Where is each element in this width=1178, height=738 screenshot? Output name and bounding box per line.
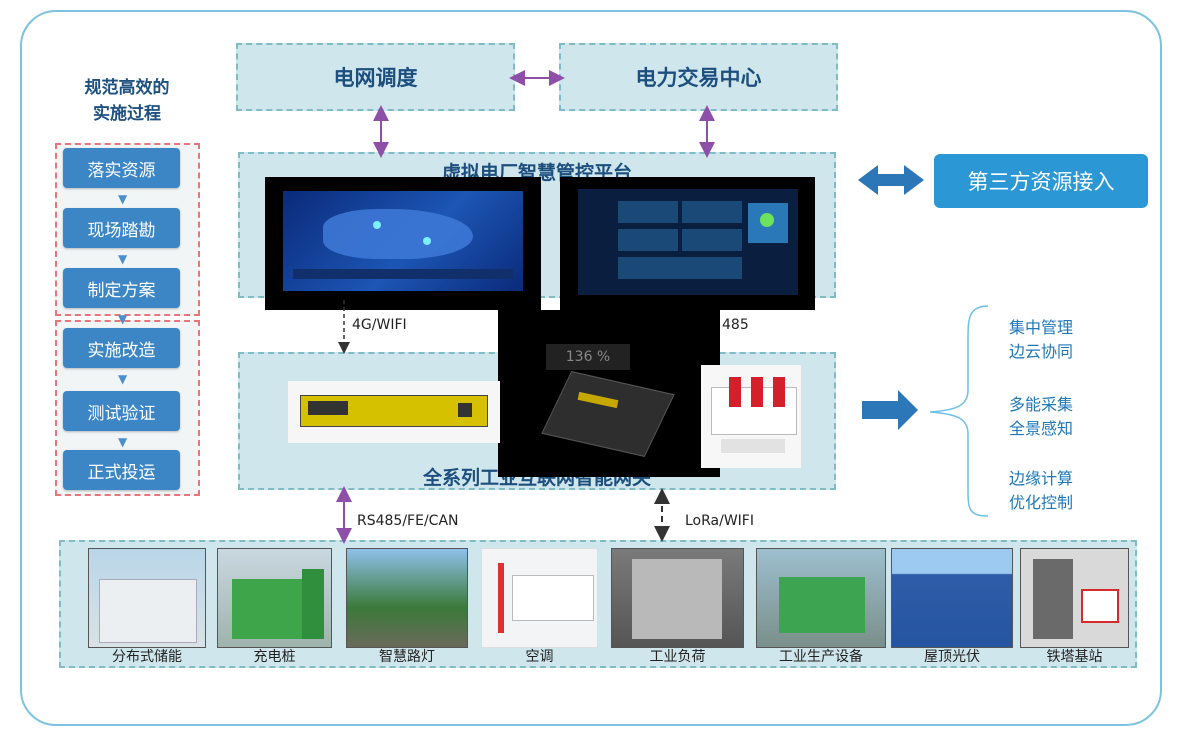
grid-dispatch-label: 电网调度 bbox=[333, 66, 418, 90]
double-arrow-icon bbox=[858, 165, 924, 195]
air-conditioner-image bbox=[481, 548, 598, 648]
process-heading-line1: 规范高效的 bbox=[84, 78, 170, 98]
tower-station-image bbox=[1020, 548, 1129, 648]
arrow-down-icon: ▼ bbox=[118, 435, 128, 449]
rack-gateway-image bbox=[288, 381, 500, 443]
resource-label-ac: 空调 bbox=[525, 649, 554, 665]
benefit-item: 边缘计算 bbox=[1008, 469, 1073, 488]
charging-pile-image bbox=[217, 548, 332, 648]
storage-image bbox=[88, 548, 206, 648]
arrow-down-icon: ▼ bbox=[118, 192, 128, 206]
resource-label-streetlight: 智慧路灯 bbox=[379, 649, 435, 665]
trade-center-label: 电力交易中心 bbox=[635, 66, 762, 90]
streetlight-image bbox=[346, 548, 468, 648]
process-heading-line2: 实施过程 bbox=[93, 104, 161, 124]
resource-label-industrial-load: 工业负荷 bbox=[649, 649, 706, 665]
process-heading: 规范高效的 实施过程 bbox=[56, 75, 198, 127]
benefit-item: 全景感知 bbox=[1008, 419, 1073, 438]
process-step-test: 测试验证 bbox=[63, 391, 180, 431]
process-step-launch: 正式投运 bbox=[63, 450, 180, 490]
resource-label-charging: 充电桩 bbox=[253, 649, 296, 665]
benefit-item: 优化控制 bbox=[1008, 493, 1073, 512]
link-label-4g-wifi: 4G/WIFI bbox=[352, 317, 407, 333]
process-step-plan: 制定方案 bbox=[63, 268, 180, 308]
benefit-group-3: 边缘计算 优化控制 bbox=[996, 467, 1086, 515]
benefit-group-2: 多能采集 全景感知 bbox=[996, 393, 1086, 441]
edge-gateway-image: 136 % bbox=[498, 310, 720, 477]
resource-label-pv: 屋顶光伏 bbox=[924, 649, 980, 665]
resource-label-industrial-equipment: 工业生产设备 bbox=[779, 649, 863, 665]
industrial-load-image bbox=[611, 548, 744, 648]
benefit-item: 多能采集 bbox=[1008, 395, 1073, 414]
outer-frame bbox=[20, 10, 1162, 726]
process-step-resource: 落实资源 bbox=[63, 148, 180, 188]
third-party-access: 第三方资源接入 bbox=[934, 154, 1148, 208]
process-step-survey: 现场踏勘 bbox=[63, 208, 180, 248]
link-label-lora: LoRa/WIFI bbox=[685, 513, 754, 529]
benefit-group-1: 集中管理 边云协同 bbox=[996, 316, 1086, 364]
process-step-retrofit: 实施改造 bbox=[63, 328, 180, 368]
arrow-down-icon: ▼ bbox=[118, 312, 128, 326]
map-screen-image bbox=[265, 177, 541, 310]
benefit-item: 集中管理 bbox=[1008, 318, 1073, 337]
trade-center-box bbox=[559, 43, 838, 111]
link-label-rs485: RS485/FE/CAN bbox=[357, 513, 459, 529]
link-label-485: 485 bbox=[722, 317, 749, 333]
arrow-down-icon: ▼ bbox=[118, 252, 128, 266]
resource-label-tower: 铁塔基站 bbox=[1046, 649, 1103, 665]
zoom-readout: 136 % bbox=[546, 344, 630, 370]
arrow-down-icon: ▼ bbox=[118, 372, 128, 386]
curly-brace bbox=[929, 305, 989, 517]
right-arrow-icon bbox=[862, 390, 918, 430]
resource-label-storage: 分布式储能 bbox=[112, 649, 182, 665]
benefit-item: 边云协同 bbox=[1008, 342, 1073, 361]
industrial-equipment-image bbox=[756, 548, 886, 648]
breaker-device-image bbox=[701, 365, 801, 468]
rooftop-pv-image bbox=[891, 548, 1013, 648]
dashboard-screen-image bbox=[560, 177, 815, 310]
